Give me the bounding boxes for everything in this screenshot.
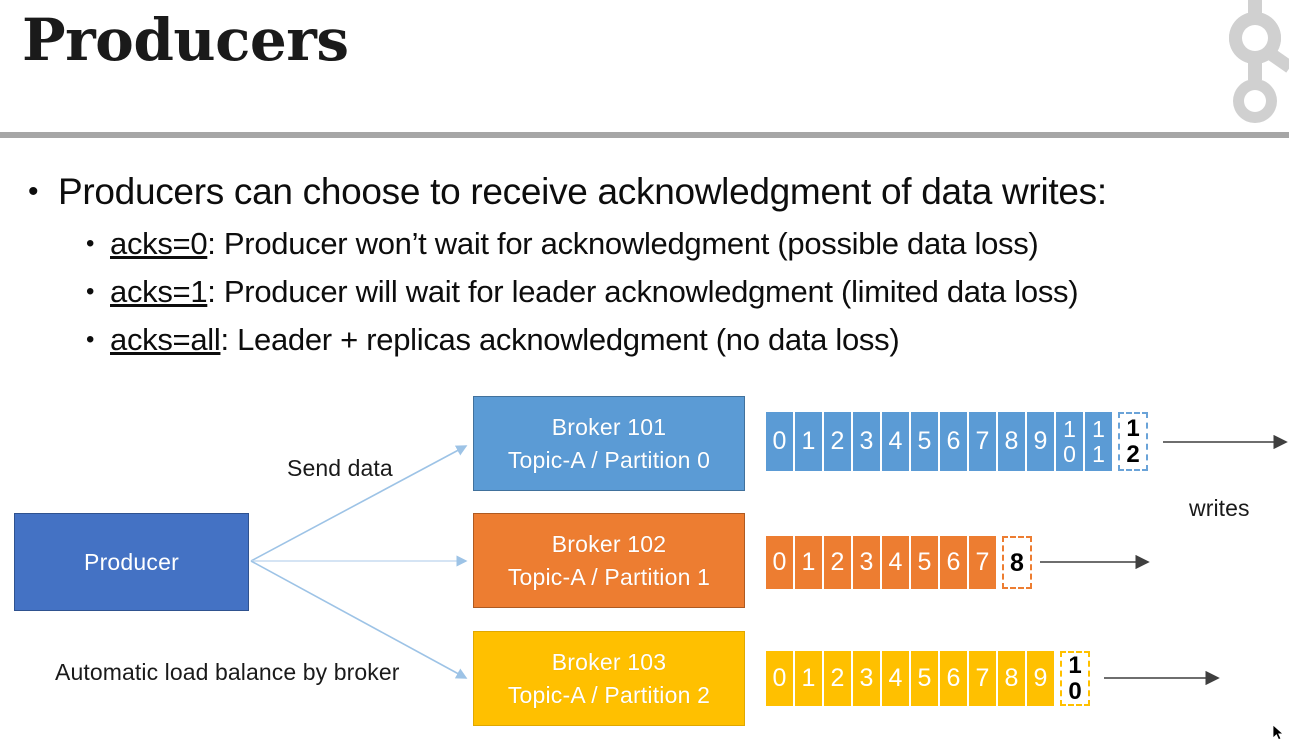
offset-cell: 2 bbox=[824, 651, 851, 706]
mouse-cursor-icon bbox=[1272, 724, 1286, 740]
bullet-acks-0: acks=0: Producer won’t wait for acknowle… bbox=[0, 220, 1289, 268]
producer-label: Producer bbox=[84, 548, 179, 575]
bullet-list: Producers can choose to receive acknowle… bbox=[0, 163, 1289, 364]
broker-101-name: Broker 101 bbox=[551, 413, 667, 440]
offset-cell: 1 bbox=[795, 412, 822, 471]
broker-103-name: Broker 103 bbox=[551, 648, 667, 675]
offset-cell: 3 bbox=[853, 412, 880, 471]
bullet-acks-all: acks=all: Leader + replicas acknowledgme… bbox=[0, 316, 1289, 364]
acks-all-key: acks=all bbox=[110, 322, 221, 357]
broker-103-topic: Topic-A / Partition 2 bbox=[507, 681, 711, 708]
writes-label: writes bbox=[1189, 495, 1250, 521]
offset-cell: 9 bbox=[1027, 412, 1054, 471]
next-offset-cell: 8 bbox=[1002, 536, 1032, 589]
acks-1-key: acks=1 bbox=[110, 274, 208, 309]
broker-box-102[interactable]: Broker 102 Topic-A / Partition 1 bbox=[473, 513, 745, 608]
offset-cell: 7 bbox=[969, 536, 996, 589]
offset-cell: 7 bbox=[969, 651, 996, 706]
acks-0-key: acks=0 bbox=[110, 226, 208, 261]
offset-cell: 0 bbox=[766, 412, 793, 471]
broker-102-name: Broker 102 bbox=[551, 530, 667, 557]
broker-102-topic: Topic-A / Partition 1 bbox=[507, 563, 711, 590]
offset-cell: 2 bbox=[824, 536, 851, 589]
offset-cell: 1 bbox=[795, 536, 822, 589]
offset-cell: 0 bbox=[766, 536, 793, 589]
send-data-label: Send data bbox=[287, 455, 393, 481]
acks-1-text: : Producer will wait for leader acknowle… bbox=[207, 274, 1079, 309]
broker-box-101[interactable]: Broker 101 Topic-A / Partition 0 bbox=[473, 396, 745, 491]
offset-cell: 2 bbox=[824, 412, 851, 471]
acks-0-text: : Producer won’t wait for acknowledgment… bbox=[207, 226, 1039, 261]
offset-cell: 6 bbox=[940, 651, 967, 706]
page-title: Producers bbox=[22, 6, 349, 74]
offset-cell: 4 bbox=[882, 651, 909, 706]
offset-cell: 4 bbox=[882, 412, 909, 471]
producer-box[interactable]: Producer bbox=[14, 513, 249, 611]
offset-cell: 5 bbox=[911, 412, 938, 471]
broker-101-topic: Topic-A / Partition 0 bbox=[507, 446, 711, 473]
offset-cell: 8 bbox=[998, 412, 1025, 471]
offset-cell: 6 bbox=[940, 536, 967, 589]
offset-cell: 5 bbox=[911, 536, 938, 589]
offset-cell: 3 bbox=[853, 651, 880, 706]
broker-box-103[interactable]: Broker 103 Topic-A / Partition 2 bbox=[473, 631, 745, 726]
offset-cell: 6 bbox=[940, 412, 967, 471]
bullet-acks-1: acks=1: Producer will wait for leader ac… bbox=[0, 268, 1289, 316]
bullet-main: Producers can choose to receive acknowle… bbox=[0, 163, 1289, 220]
bullet-main-text: Producers can choose to receive acknowle… bbox=[58, 171, 1107, 212]
offset-cell: 4 bbox=[882, 536, 909, 589]
kafka-logo-icon bbox=[1207, 0, 1289, 132]
offset-cell: 9 bbox=[1027, 651, 1054, 706]
auto-load-balance-label: Automatic load balance by broker bbox=[55, 659, 400, 685]
offset-cell: 5 bbox=[911, 651, 938, 706]
offset-cell: 0 bbox=[766, 651, 793, 706]
offset-cell: 3 bbox=[853, 536, 880, 589]
offset-cell: 8 bbox=[998, 651, 1025, 706]
acks-all-text: : Leader + replicas acknowledgment (no d… bbox=[220, 322, 900, 357]
offset-cell: 1 bbox=[795, 651, 822, 706]
header-divider bbox=[0, 132, 1289, 138]
offset-cell: 7 bbox=[969, 412, 996, 471]
